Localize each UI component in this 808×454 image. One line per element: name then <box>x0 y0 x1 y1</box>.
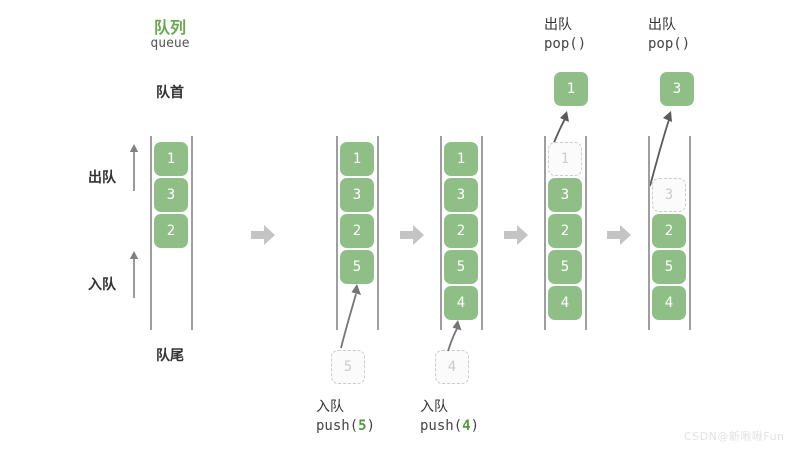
queue-cell: 2 <box>652 214 686 248</box>
queue-cell: 2 <box>548 214 582 248</box>
stage-rail-right <box>377 136 379 330</box>
push-label-cn: 入队 <box>420 398 448 414</box>
queue-cell: 2 <box>340 214 374 248</box>
push-code-prefix: push( <box>420 418 463 434</box>
step-arrow-icon <box>504 225 528 245</box>
outgoing-ghost-cell: 1 <box>548 142 582 176</box>
queue-cell: 1 <box>340 142 374 176</box>
stage-rail-right <box>481 136 483 330</box>
push-label-cn: 入队 <box>316 398 344 414</box>
incoming-ghost-cell: 4 <box>435 350 469 384</box>
queue-cell: 3 <box>548 178 582 212</box>
step-arrow-icon <box>251 225 275 245</box>
queue-cell: 4 <box>652 286 686 320</box>
popped-cell: 1 <box>554 72 588 106</box>
queue-cell: 3 <box>444 178 478 212</box>
queue-cell: 5 <box>548 250 582 284</box>
push-code-suffix: ) <box>366 418 376 434</box>
stage-rail-right <box>689 136 691 330</box>
watermark: CSDN@新啾啾Fun <box>684 430 785 443</box>
pop-label-cn: 出队 <box>544 16 572 32</box>
stage-rail-left <box>440 136 442 330</box>
queue-cell: 3 <box>340 178 374 212</box>
push-code-suffix: ) <box>470 418 480 434</box>
queue-cell: 2 <box>154 214 188 248</box>
stage-rail-left <box>336 136 338 330</box>
enqueue-arrow-icon <box>129 251 139 298</box>
pop-label-code: pop() <box>648 36 691 52</box>
dequeue-arrow-icon <box>129 144 139 191</box>
rear-label: 队尾 <box>156 347 184 363</box>
pop-label-cn: 出队 <box>648 16 676 32</box>
queue-cell: 4 <box>444 286 478 320</box>
queue-cell: 1 <box>444 142 478 176</box>
queue-cell: 1 <box>154 142 188 176</box>
push-code-arg: 4 <box>462 418 471 434</box>
pop-label-code: pop() <box>544 36 587 52</box>
queue-cell: 3 <box>154 178 188 212</box>
incoming-ghost-cell: 5 <box>331 350 365 384</box>
stage-rail-right <box>191 136 193 330</box>
push-arrow-icon <box>447 320 462 352</box>
push-code-prefix: push( <box>316 418 359 434</box>
popped-cell: 3 <box>660 72 694 106</box>
push-code-arg: 5 <box>358 418 367 434</box>
enqueue-label: 入队 <box>88 276 116 292</box>
queue-cell: 4 <box>548 286 582 320</box>
queue-cell: 5 <box>340 250 374 284</box>
push-label-code: push(5) <box>316 418 416 434</box>
outgoing-ghost-cell: 3 <box>652 178 686 212</box>
front-label: 队首 <box>156 84 184 100</box>
pop-arrow-icon <box>649 111 672 187</box>
dequeue-label: 出队 <box>88 169 116 185</box>
stage-rail-right <box>585 136 587 330</box>
queue-cell: 5 <box>652 250 686 284</box>
step-arrow-icon <box>607 225 631 245</box>
queue-cell: 5 <box>444 250 478 284</box>
queue-title-cn: 队列 <box>153 20 186 37</box>
stage-rail-left <box>544 136 546 330</box>
push-label-code: push(4) <box>420 418 520 434</box>
step-arrow-icon <box>400 225 424 245</box>
queue-title-en: queue <box>150 36 190 51</box>
queue-cell: 2 <box>444 214 478 248</box>
stage-rail-left <box>150 136 152 330</box>
stage-rail-left <box>648 136 650 330</box>
